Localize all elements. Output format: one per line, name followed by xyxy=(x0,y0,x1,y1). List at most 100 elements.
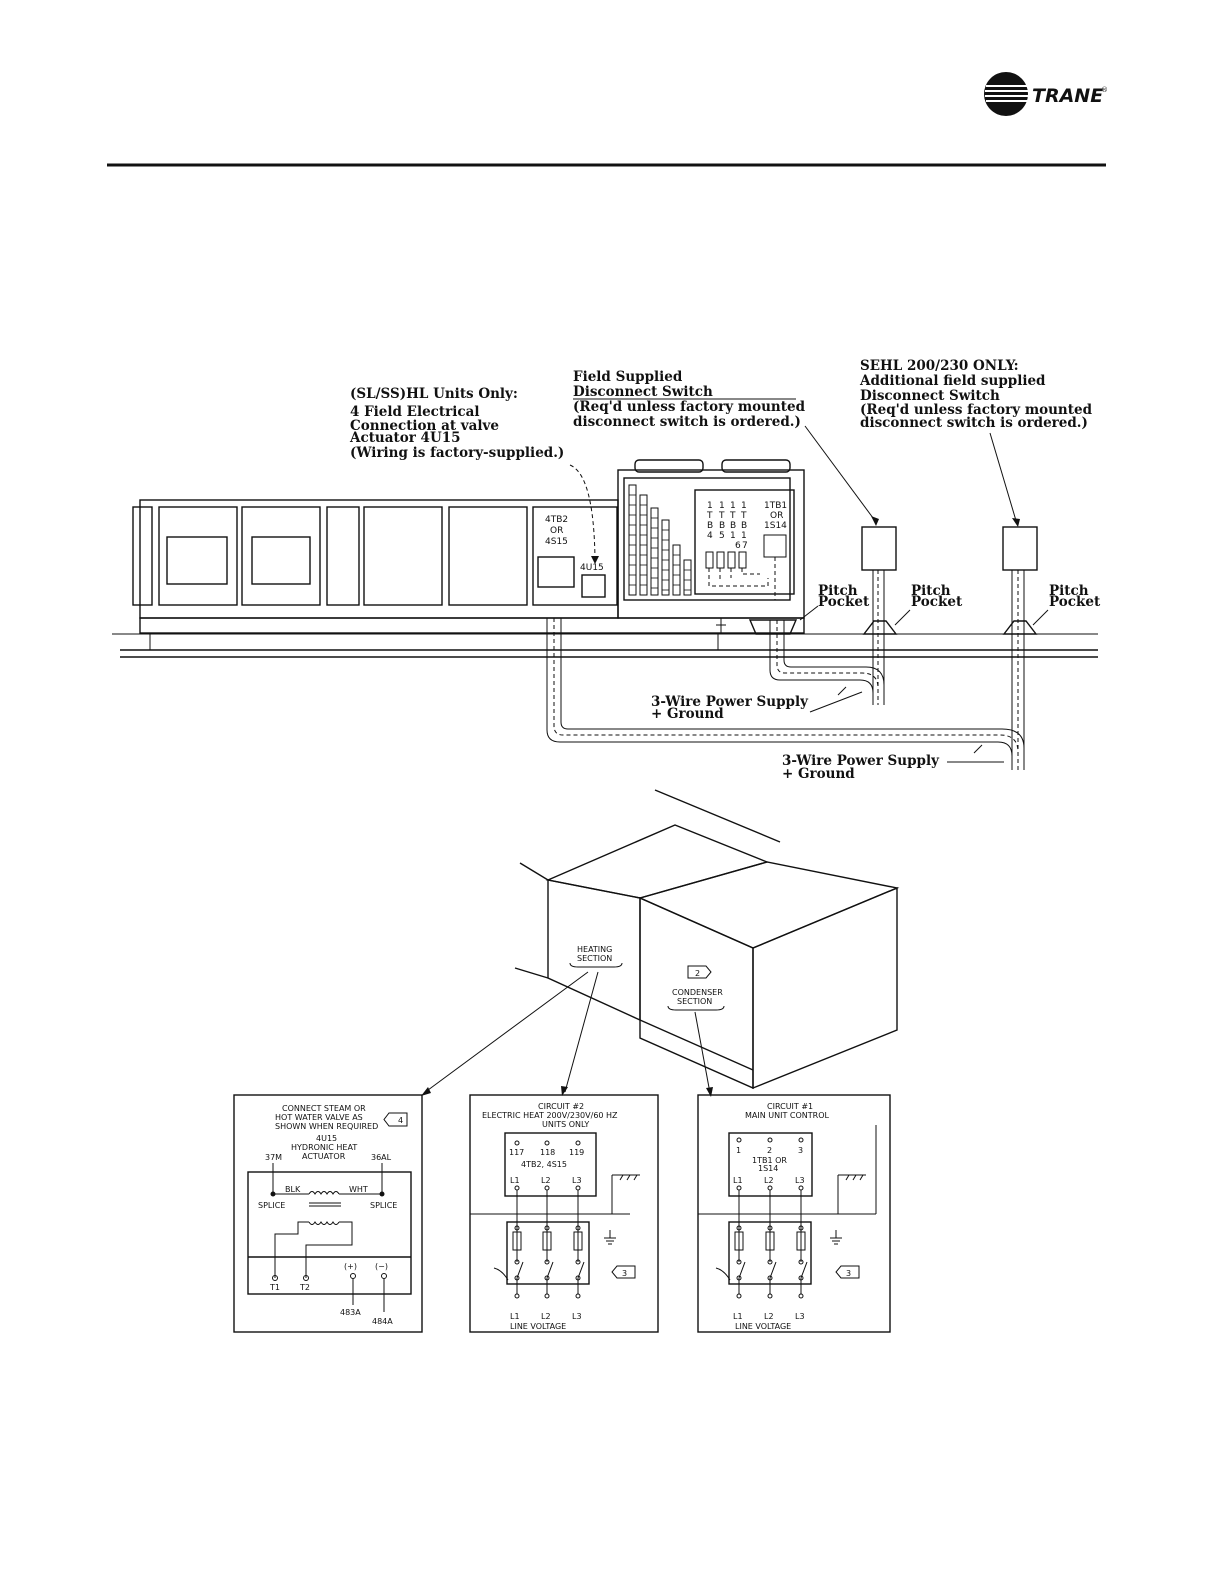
svg-text:(Req'd unless factory mounted: (Req'd unless factory mounted xyxy=(573,399,806,415)
svg-text:UNITS ONLY: UNITS ONLY xyxy=(542,1120,589,1129)
svg-text:SHOWN WHEN REQUIRED: SHOWN WHEN REQUIRED xyxy=(275,1122,378,1131)
svg-text:B: B xyxy=(730,521,736,531)
pitch-pocket-label-3: Pitch Pocket xyxy=(1049,583,1101,610)
svg-text:SEHL 200/230 ONLY:: SEHL 200/230 ONLY: xyxy=(860,358,1019,374)
svg-text:Additional field supplied: Additional field supplied xyxy=(859,373,1046,389)
svg-text:B: B xyxy=(707,521,713,531)
svg-text:SPLICE: SPLICE xyxy=(258,1201,285,1210)
svg-text:36AL: 36AL xyxy=(371,1153,392,1162)
condenser-marker: 2 xyxy=(687,965,712,979)
svg-text:SPLICE: SPLICE xyxy=(370,1201,397,1210)
svg-text:4U15: 4U15 xyxy=(316,1134,337,1143)
condenser-section-label: CONDENSER SECTION xyxy=(667,988,725,1011)
svg-text:LINE VOLTAGE: LINE VOLTAGE xyxy=(510,1322,566,1331)
tb2-label-2: 4S15 xyxy=(545,537,568,547)
svg-text:B: B xyxy=(741,521,747,531)
trane-logo: TRANE ® xyxy=(984,72,1108,116)
u15-label: 4U15 xyxy=(580,563,604,573)
svg-text:2: 2 xyxy=(695,969,700,978)
svg-text:ACTUATOR: ACTUATOR xyxy=(302,1152,346,1161)
circuit-2-box: CIRCUIT #2 ELECTRIC HEAT 200V/230V/60 HZ… xyxy=(469,1094,659,1333)
svg-text:Connection at valve: Connection at valve xyxy=(350,418,499,434)
pitch-pocket-label-2: Pitch Pocket xyxy=(911,583,963,610)
svg-text:L1: L1 xyxy=(510,1312,520,1321)
disconnect-switch-1 xyxy=(861,526,897,571)
svg-text:4 Field Electrical: 4 Field Electrical xyxy=(350,404,479,420)
tb2-label-0: 4TB2 xyxy=(545,515,568,525)
svg-text:3-Wire Power Supply: 3-Wire Power Supply xyxy=(651,694,809,710)
label-sehl: SEHL 200/230 ONLY: Additional field supp… xyxy=(859,358,1093,431)
svg-text:(Req'd unless factory mounted: (Req'd unless factory mounted xyxy=(860,402,1093,418)
svg-text:(Wiring is factory-supplied.): (Wiring is factory-supplied.) xyxy=(350,445,564,461)
svg-text:MAIN UNIT CONTROL: MAIN UNIT CONTROL xyxy=(745,1111,830,1120)
marker-3-mid: 3 xyxy=(622,1269,627,1278)
svg-text:HYDRONIC HEAT: HYDRONIC HEAT xyxy=(291,1143,357,1152)
svg-text:L3: L3 xyxy=(572,1176,582,1185)
svg-text:3-Wire Power Supply: 3-Wire Power Supply xyxy=(782,753,940,769)
svg-text:1: 1 xyxy=(730,501,736,511)
svg-text:7: 7 xyxy=(742,541,748,551)
trane-logo-icon xyxy=(984,72,1028,116)
svg-text:(−): (−) xyxy=(375,1262,388,1271)
brand-name: TRANE xyxy=(1032,85,1103,107)
svg-text:1: 1 xyxy=(741,531,747,541)
svg-text:L1: L1 xyxy=(733,1312,743,1321)
heating-section-label: HEATING SECTION xyxy=(569,945,623,968)
svg-text:T1: T1 xyxy=(269,1283,280,1292)
svg-text:6: 6 xyxy=(735,541,741,551)
svg-text:SECTION: SECTION xyxy=(677,997,712,1006)
svg-text:LINE VOLTAGE: LINE VOLTAGE xyxy=(735,1322,791,1331)
svg-text:L3: L3 xyxy=(572,1312,582,1321)
svg-text:T: T xyxy=(718,511,725,521)
svg-text:4TB2, 4S15: 4TB2, 4S15 xyxy=(521,1160,567,1169)
svg-text:L2: L2 xyxy=(764,1312,774,1321)
svg-text:ELECTRIC HEAT 200V/230V/60 HZ: ELECTRIC HEAT 200V/230V/60 HZ xyxy=(482,1111,618,1120)
svg-text:Disconnect Switch: Disconnect Switch xyxy=(573,384,713,400)
svg-text:+ Ground: + Ground xyxy=(651,706,724,722)
marker-4: 4 xyxy=(398,1116,403,1125)
svg-text:L2: L2 xyxy=(541,1312,551,1321)
power-supply-label-1: 3-Wire Power Supply + Ground xyxy=(651,694,809,722)
svg-text:1TB1 OR: 1TB1 OR xyxy=(752,1156,787,1165)
svg-text:+ Ground: + Ground xyxy=(782,766,855,782)
brand-registered: ® xyxy=(1101,86,1108,94)
svg-text:CONDENSER: CONDENSER xyxy=(672,988,723,997)
roof-curb xyxy=(112,633,1098,658)
svg-text:OR: OR xyxy=(770,511,783,521)
svg-text:HOT WATER VALVE AS: HOT WATER VALVE AS xyxy=(275,1113,363,1122)
svg-text:1: 1 xyxy=(730,531,736,541)
svg-text:T2: T2 xyxy=(299,1283,310,1292)
svg-text:1: 1 xyxy=(741,501,747,511)
pitch-pocket-1 xyxy=(748,619,798,635)
circuit-1-box: CIRCUIT #1 MAIN UNIT CONTROL 1 2 3 1TB1 … xyxy=(697,1094,891,1333)
svg-text:1: 1 xyxy=(707,501,713,511)
svg-text:disconnect switch is ordered.): disconnect switch is ordered.) xyxy=(860,415,1088,431)
svg-text:L2: L2 xyxy=(541,1176,551,1185)
svg-text:T: T xyxy=(729,511,736,521)
leader-actuator xyxy=(569,464,596,561)
svg-text:119: 119 xyxy=(569,1148,584,1157)
rooftop-unit: 4TB2 OR 4S15 4U15 1 T xyxy=(132,459,805,634)
power-supply-label-2: 3-Wire Power Supply + Ground xyxy=(782,753,940,782)
isometric-unit xyxy=(514,789,900,1090)
svg-text:L2: L2 xyxy=(764,1176,774,1185)
svg-text:117: 117 xyxy=(509,1148,524,1157)
svg-text:3: 3 xyxy=(798,1146,803,1155)
conduit-runs xyxy=(546,570,1025,770)
svg-text:B: B xyxy=(719,521,725,531)
svg-text:1S14: 1S14 xyxy=(758,1164,778,1173)
svg-text:L1: L1 xyxy=(510,1176,520,1185)
svg-text:disconnect switch is ordered.): disconnect switch is ordered.) xyxy=(573,414,801,430)
svg-text:Pocket: Pocket xyxy=(911,594,963,610)
svg-text:Pocket: Pocket xyxy=(1049,594,1101,610)
label-sl-ss-units: (SL/SS)HL Units Only: 4 Field Electrical… xyxy=(349,386,564,461)
svg-text:BLK: BLK xyxy=(285,1185,301,1194)
pitch-pocket-3 xyxy=(1002,620,1038,635)
svg-text:CIRCUIT #2: CIRCUIT #2 xyxy=(538,1102,584,1111)
svg-text:(SL/SS)HL Units Only:: (SL/SS)HL Units Only: xyxy=(350,386,518,402)
svg-text:1: 1 xyxy=(719,501,725,511)
disconnect-switch-2 xyxy=(1002,526,1038,571)
svg-text:(+): (+) xyxy=(344,1262,357,1271)
svg-text:1: 1 xyxy=(736,1146,741,1155)
